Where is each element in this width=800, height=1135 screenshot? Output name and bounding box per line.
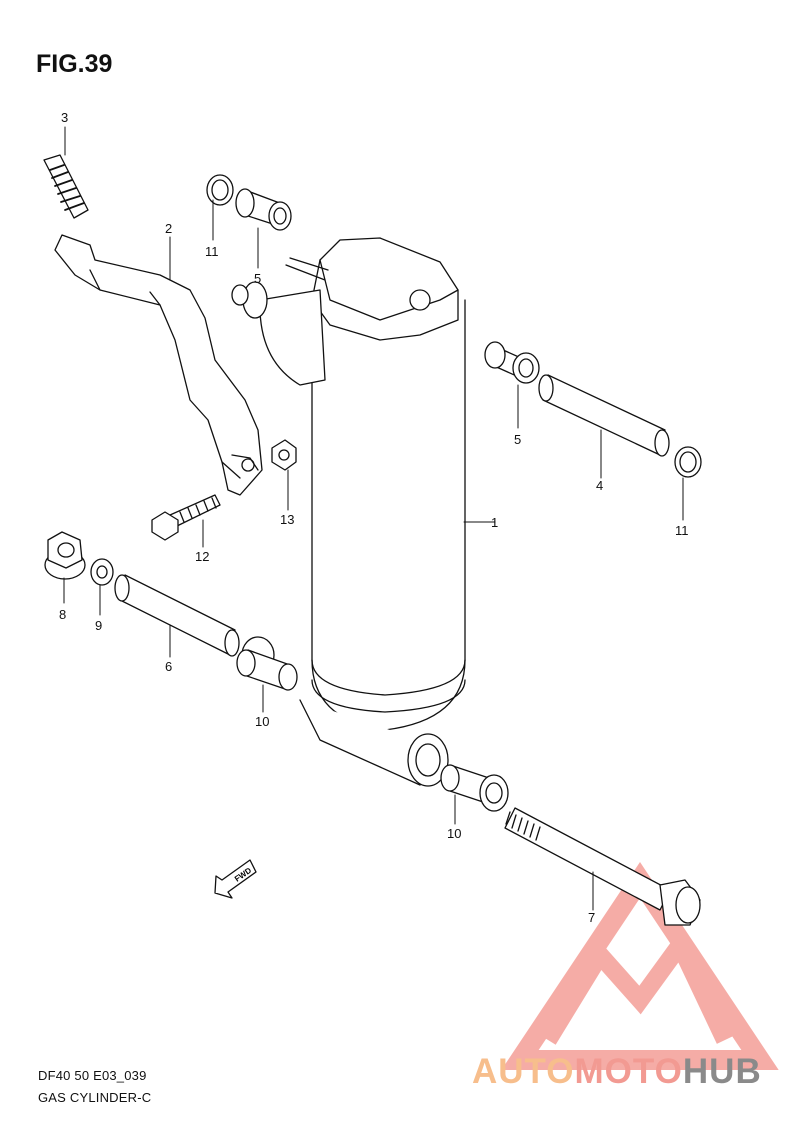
part-11a-snap-ring	[206, 174, 234, 206]
callout-1: 1	[491, 515, 498, 530]
callout-7: 7	[588, 910, 595, 925]
part-11b-snap-ring	[674, 446, 702, 478]
callout-13: 13	[280, 512, 294, 527]
callout-12: 12	[195, 549, 209, 564]
figure-title: FIG.39	[36, 50, 113, 78]
callout-6: 6	[165, 659, 172, 674]
fwd-arrow-icon	[214, 859, 257, 899]
part-13-nut	[271, 439, 297, 471]
part-12-bolt	[151, 494, 221, 541]
watermark-text: AUTOMOTOHUB	[472, 1052, 762, 1092]
callout-11a: 11	[205, 244, 219, 259]
watermark-part-1: AUTO	[472, 1052, 575, 1091]
part-10b-bushing	[440, 764, 509, 812]
part-3-pad	[43, 154, 89, 219]
part-9-washer	[90, 558, 114, 586]
watermark-logo	[501, 861, 779, 1070]
part-5b-bushing	[484, 341, 540, 384]
part-8-flange-nut	[44, 531, 86, 580]
part-1-gas-cylinder	[231, 237, 466, 787]
diagram-name: GAS CYLINDER-C	[38, 1090, 152, 1105]
part-4-pin	[538, 374, 670, 457]
callout-3: 3	[61, 110, 68, 125]
part-2-lever	[54, 234, 263, 496]
part-7-bolt	[504, 807, 701, 926]
callout-11b: 11	[675, 523, 689, 538]
part-5a-bushing	[235, 188, 292, 231]
diagram-code: DF40 50 E03_039	[38, 1068, 147, 1083]
part-10a-bushing	[236, 636, 298, 691]
callout-2: 2	[165, 221, 172, 236]
callout-4: 4	[596, 478, 603, 493]
part-6-pin	[114, 574, 240, 657]
leader-lines	[63, 126, 684, 911]
watermark-part-3: HUB	[682, 1052, 762, 1091]
callout-10b: 10	[447, 826, 461, 841]
callout-9: 9	[95, 618, 102, 633]
callout-10a: 10	[255, 714, 269, 729]
callout-8: 8	[59, 607, 66, 622]
watermark-part-2: MOTO	[574, 1052, 683, 1091]
callout-5b: 5	[514, 432, 521, 447]
callout-5a: 5	[254, 271, 261, 286]
